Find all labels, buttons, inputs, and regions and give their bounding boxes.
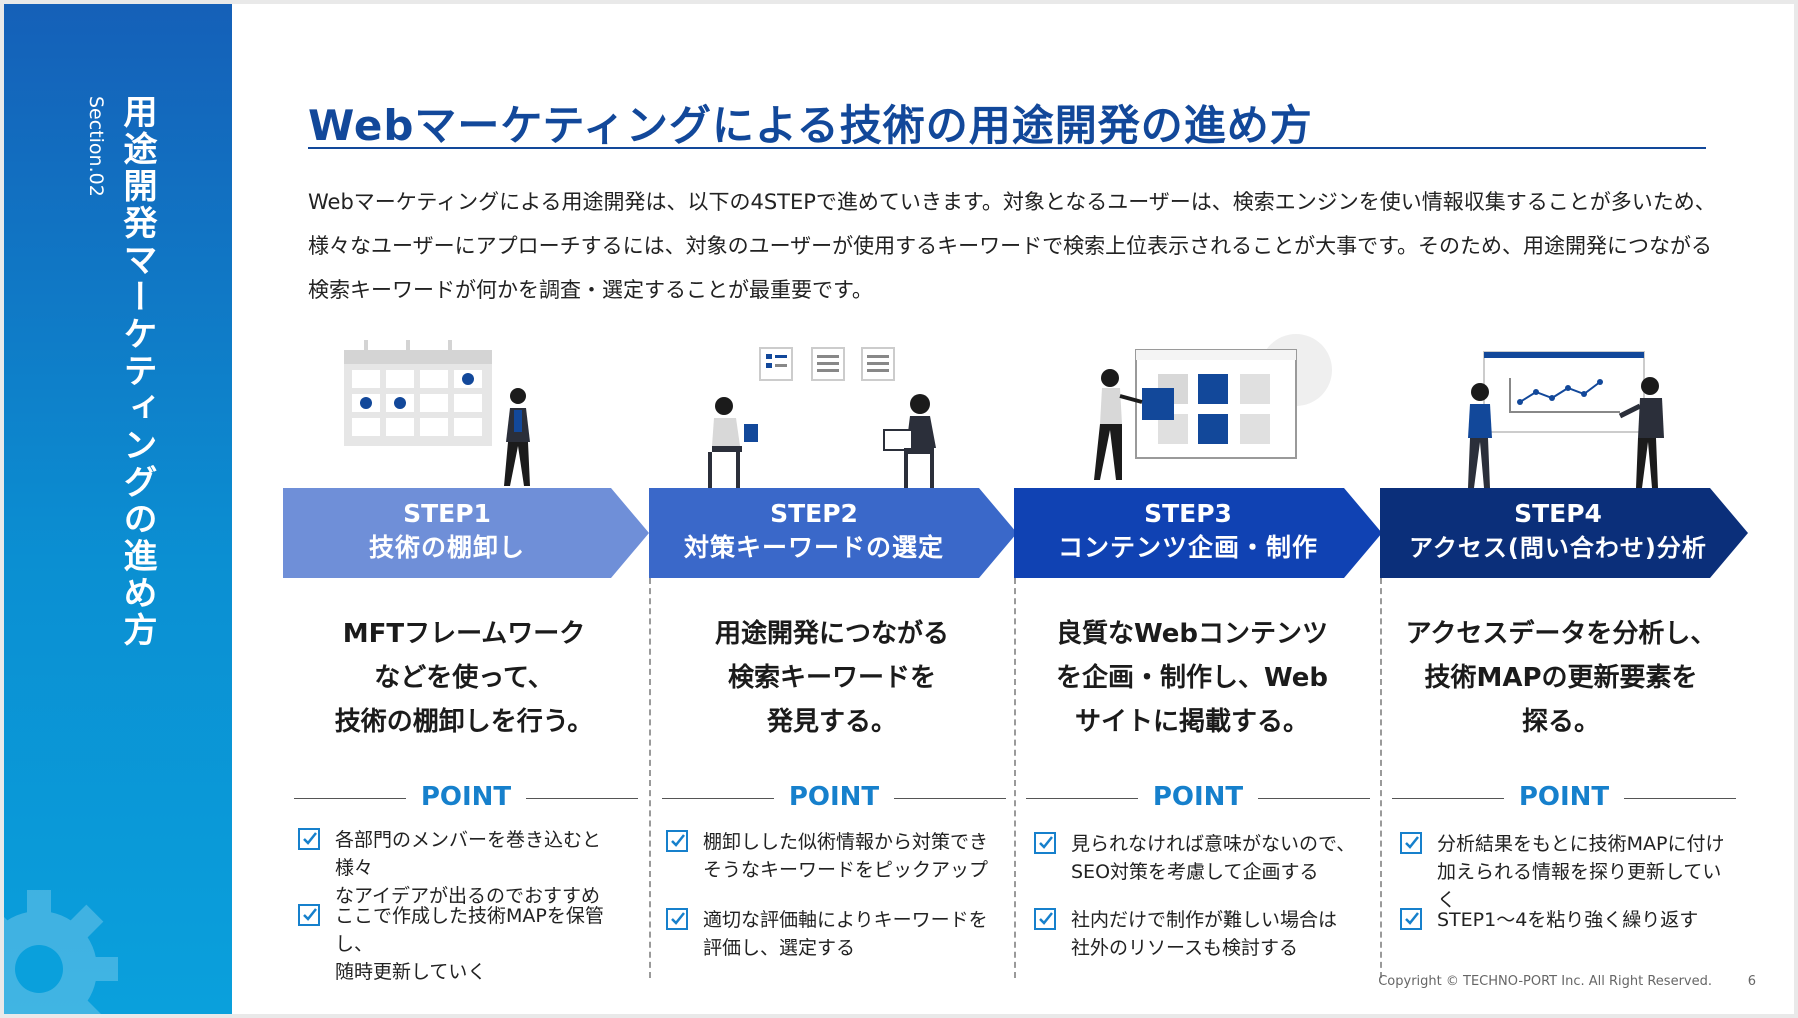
checkbox-icon [298, 828, 320, 850]
step2-label: STEP2 [770, 499, 858, 528]
step4-arrow: STEP4 アクセス(問い合わせ)分析 [1380, 488, 1750, 578]
column-divider [649, 578, 651, 978]
step2-description: 用途開発につながる 検索キーワードを 発見する。 [662, 612, 1002, 744]
checkbox-icon [666, 830, 688, 852]
analysis-illustration [1468, 351, 1664, 488]
point-text: 分析結果をもとに技術MAPに付け加えられる情報を探り更新していく [1437, 833, 1725, 911]
point-label: POINT [420, 782, 512, 812]
column-divider [1380, 578, 1382, 978]
point-heading: POINT [1026, 780, 1370, 816]
point-label: POINT [1518, 782, 1610, 812]
step4-description: アクセスデータを分析し、 技術MAPの更新要素を 探る。 [1388, 612, 1734, 744]
checkbox-icon [1400, 908, 1422, 930]
checkbox-icon [1034, 908, 1056, 930]
page-title: Webマーケティングによる技術の用途開発の進め方 [308, 101, 1313, 150]
point-heading: POINT [662, 780, 1006, 816]
point-text: 適切な評価軸によりキーワードを評価し、選定する [703, 909, 988, 959]
point-item: ここで作成した技術MAPを保管し、随時更新していく [298, 902, 638, 986]
checkbox-icon [1400, 832, 1422, 854]
desc-line: 用途開発につながる [714, 619, 949, 649]
point-item: 棚卸しした似術情報から対策できそうなキーワードをピックアップ [666, 828, 1006, 884]
point-text: STEP1〜4を粘り強く繰り返す [1437, 909, 1699, 931]
point-text: 棚卸しした似術情報から対策できそうなキーワードをピックアップ [703, 831, 989, 881]
keyword-selection-illustration [708, 347, 936, 490]
checkbox-icon [298, 904, 320, 926]
title-underline [308, 147, 1706, 149]
desc-line: などを使って、 [374, 663, 554, 693]
content-planning-illustration [1094, 334, 1332, 480]
desc-line: 探る。 [1521, 707, 1600, 737]
desc-line: 技術MAPの更新要素を [1424, 663, 1698, 693]
intro-text: Webマーケティングによる用途開発は、以下の4STEPで進めていきます。対象とな… [308, 190, 1716, 302]
slide: 用途開発マーケティングの進め方 Section.02 Webマーケティングによる… [4, 4, 1794, 1014]
point-heading: POINT [1392, 780, 1736, 816]
step4-name: アクセス(問い合わせ)分析 [1409, 534, 1707, 562]
point-label: POINT [1152, 782, 1244, 812]
copyright: Copyright © TECHNO-PORT Inc. All Right R… [1378, 974, 1712, 989]
gear-icon [4, 890, 118, 1014]
point-text: 社内だけで制作が難しい場合は社外のリソースも検討する [1071, 909, 1338, 959]
desc-line: サイトに掲載する。 [1074, 707, 1309, 737]
desc-line: MFTフレームワーク [342, 619, 586, 649]
point-item: STEP1〜4を粘り強く繰り返す [1400, 906, 1740, 934]
desc-line: 発見する。 [766, 707, 897, 737]
step3-label: STEP3 [1144, 499, 1232, 528]
step3-arrow: STEP3 コンテンツ企画・制作 [1014, 488, 1384, 578]
step1-description: MFTフレームワーク などを使って、 技術の棚卸しを行う。 [294, 612, 634, 744]
desc-line: 検索キーワードを [727, 663, 936, 693]
point-label: POINT [788, 782, 880, 812]
step4-label: STEP4 [1514, 499, 1602, 528]
step2-name: 対策キーワードの選定 [683, 533, 944, 562]
desc-line: 良質なWebコンテンツ [1056, 619, 1328, 649]
step1-name: 技術の棚卸し [368, 533, 525, 562]
step2-arrow: STEP2 対策キーワードの選定 [649, 488, 1019, 578]
point-text: 各部門のメンバーを巻き込むと様々なアイデアが出るのでおすすめ [335, 829, 602, 907]
point-text: 見られなければ意味がないので、SEO対策を考慮して企画する [1071, 833, 1356, 883]
point-item: 各部門のメンバーを巻き込むと様々なアイデアが出るのでおすすめ [298, 826, 638, 910]
point-item: 見られなければ意味がないので、SEO対策を考慮して企画する [1034, 830, 1374, 886]
step3-name: コンテンツ企画・制作 [1057, 533, 1318, 562]
point-item: 適切な評価軸によりキーワードを評価し、選定する [666, 906, 1006, 962]
desc-line: アクセスデータを分析し、 [1405, 619, 1717, 649]
calendar-illustration [344, 340, 554, 490]
step1-label: STEP1 [403, 499, 491, 528]
desc-line: 技術の棚卸しを行う。 [334, 707, 594, 737]
page-number: 6 [1747, 974, 1756, 989]
point-item: 分析結果をもとに技術MAPに付け加えられる情報を探り更新していく [1400, 830, 1740, 914]
desc-line: を企画・制作し、Web [1056, 663, 1328, 693]
point-item: 社内だけで制作が難しい場合は社外のリソースも検討する [1034, 906, 1374, 962]
step3-description: 良質なWebコンテンツ を企画・制作し、Web サイトに掲載する。 [1022, 612, 1362, 744]
point-heading: POINT [294, 780, 638, 816]
column-divider [1014, 578, 1016, 978]
point-text: ここで作成した技術MAPを保管し、随時更新していく [335, 905, 604, 983]
sidebar-title: 用途開発マーケティングの進め方 [117, 94, 157, 649]
checkbox-icon [666, 908, 688, 930]
checkbox-icon [1034, 832, 1056, 854]
sidebar-section-label: Section.02 [85, 96, 107, 197]
step1-arrow: STEP1 技術の棚卸し [283, 488, 651, 578]
sidebar: 用途開発マーケティングの進め方 Section.02 [4, 4, 232, 1014]
